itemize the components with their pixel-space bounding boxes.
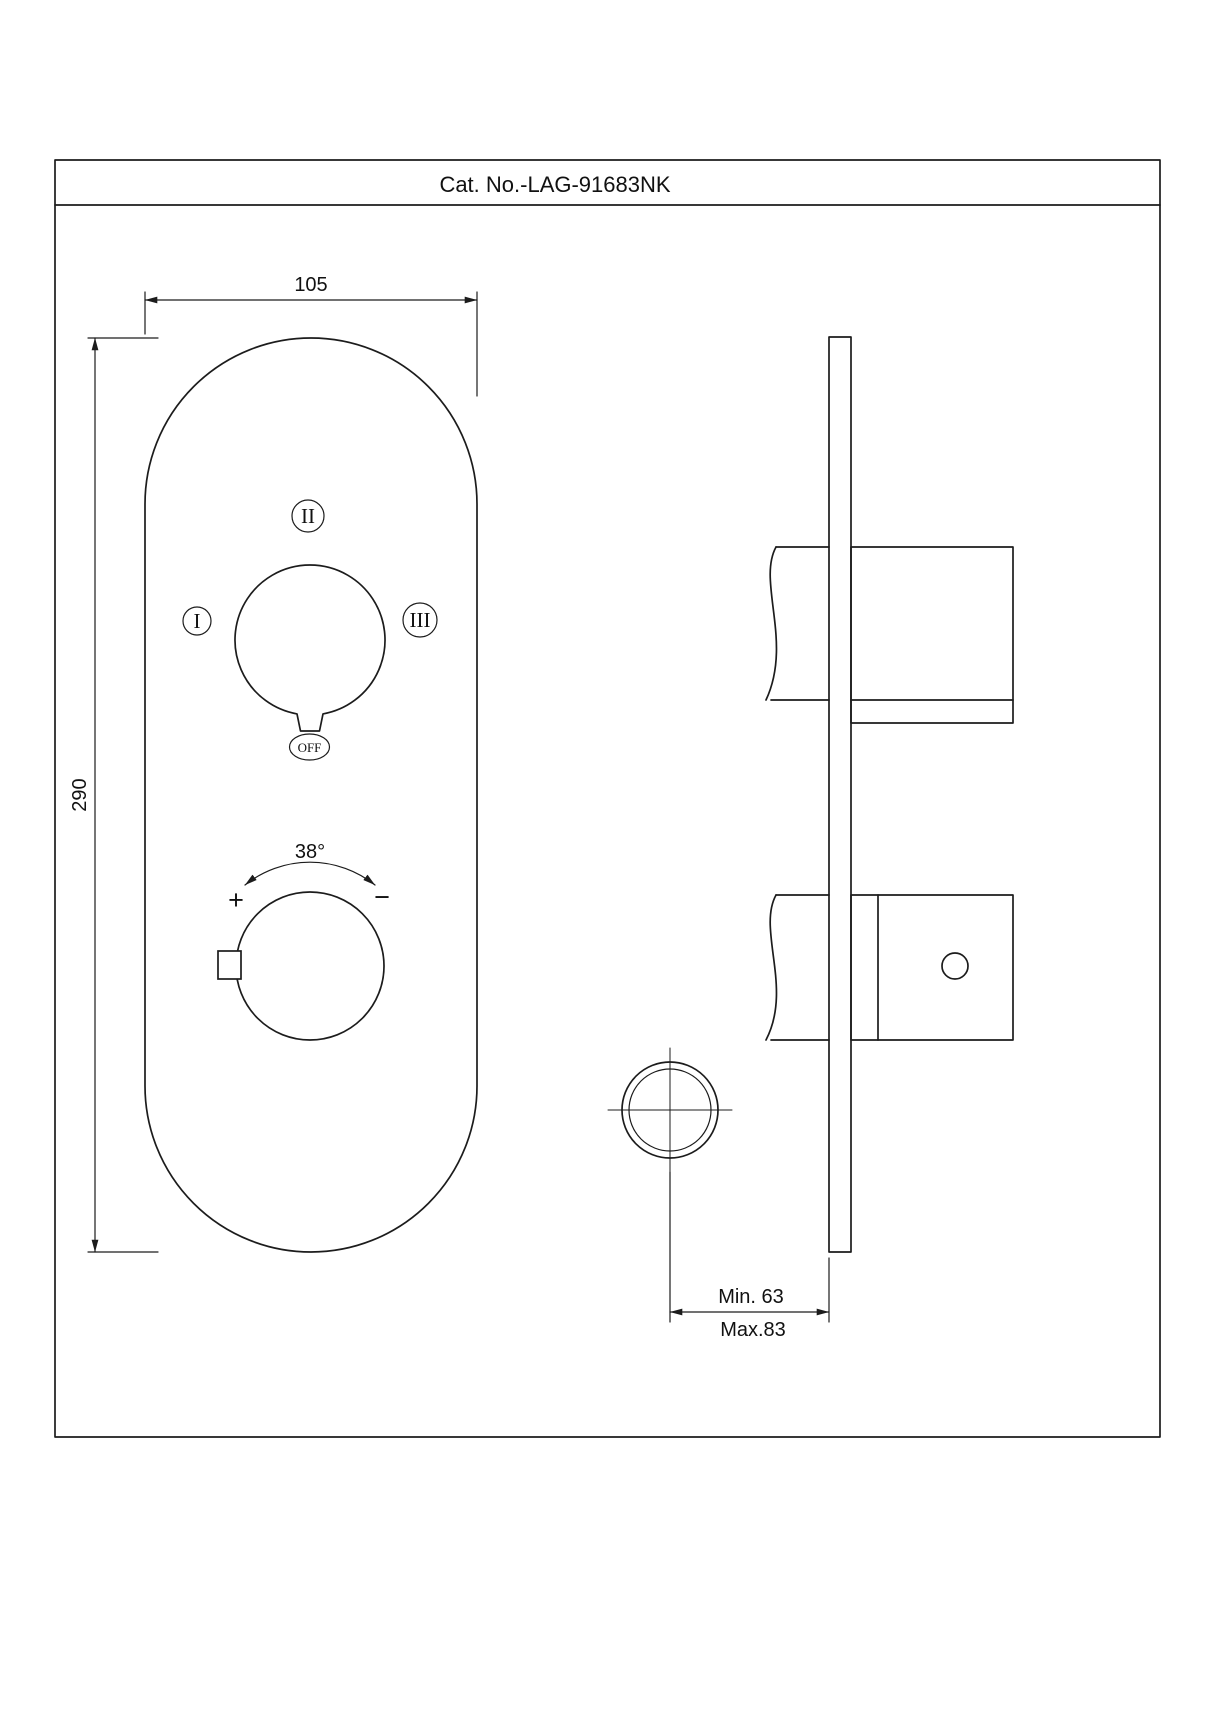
faceplate-outline <box>144 337 478 1253</box>
upper-valve-outline <box>850 546 1014 724</box>
supply-pipe-section <box>607 1047 733 1173</box>
depth-max-label: Max.83 <box>720 1319 786 1341</box>
screw-hole <box>941 952 969 980</box>
temp-knob-tab <box>217 950 242 980</box>
lower-pipe-break <box>765 894 830 1041</box>
position-right: III <box>402 602 438 638</box>
position-top-label: II <box>301 504 315 528</box>
front-view: II I III OFF 38° + − <box>69 274 478 1253</box>
position-right-label: III <box>410 608 431 632</box>
position-top-circle <box>291 499 325 533</box>
rotation-arc <box>244 861 376 886</box>
upper-break-line <box>765 546 778 701</box>
wall-plate <box>828 336 852 1253</box>
side-view: Min. 63 Max.83 <box>607 336 1014 1341</box>
position-left-circle <box>182 606 212 636</box>
catalog-number: Cat. No.-LAG-91683NK <box>439 172 670 197</box>
upper-pipe-break <box>765 546 830 701</box>
border-frame <box>54 159 1161 1438</box>
lower-break-line <box>765 894 778 1041</box>
depth-min-label: Min. 63 <box>718 1286 784 1308</box>
position-left: I <box>182 606 212 636</box>
upper-valve-body <box>850 546 1014 724</box>
depth-dimension: Min. 63 Max.83 <box>669 1171 830 1341</box>
temperature-knob: 38° + − <box>217 841 390 1041</box>
plus-label: + <box>228 885 244 915</box>
position-left-label: I <box>194 609 201 633</box>
off-label: OFF <box>298 740 322 755</box>
height-dimension: 290 <box>69 337 159 1253</box>
title-block: Cat. No.-LAG-91683NK <box>54 159 1161 1438</box>
temp-knob-circle <box>235 891 385 1041</box>
off-badge-ellipse <box>288 733 331 761</box>
lower-valve-outline <box>850 894 1014 1041</box>
rotation-angle-label: 38° <box>295 841 325 863</box>
minus-label: − <box>374 882 390 912</box>
position-top: II <box>291 499 325 533</box>
diverter-knob <box>234 564 386 732</box>
lower-valve-body <box>850 894 1014 1041</box>
off-badge: OFF <box>288 733 331 761</box>
width-dim-label: 105 <box>294 274 327 296</box>
diverter-knob-body <box>234 564 386 732</box>
height-dim-label: 290 <box>69 778 91 811</box>
width-dimension: 105 <box>144 274 478 397</box>
position-right-circle <box>402 602 438 638</box>
